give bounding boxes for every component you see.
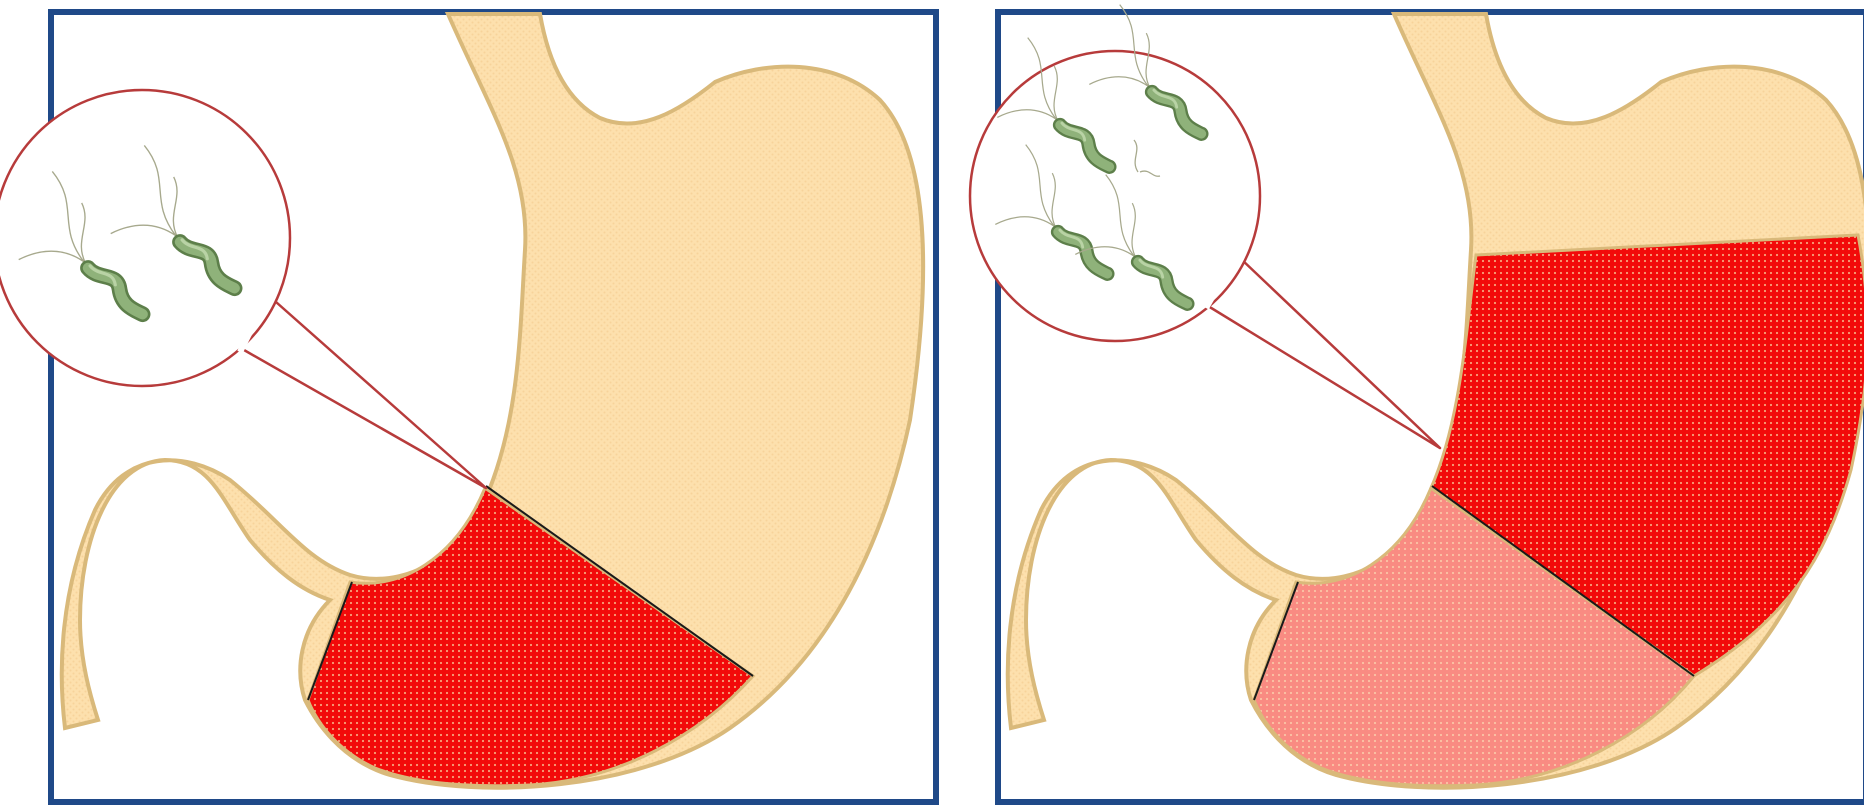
left-panel (0, 12, 936, 802)
right-panel (970, 5, 1864, 802)
